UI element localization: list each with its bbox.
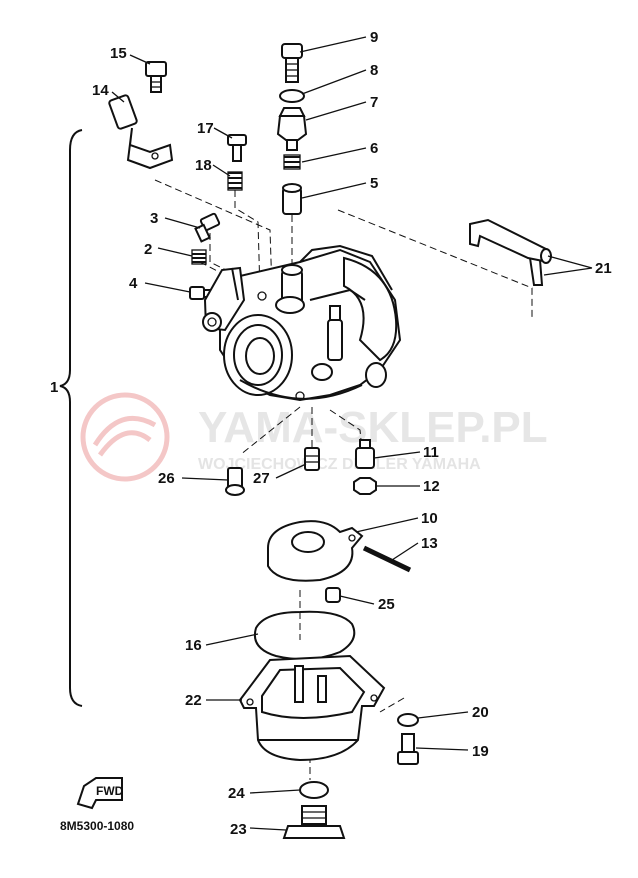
callout-27: 27 <box>253 470 270 487</box>
part-14-link-bracket <box>108 94 174 170</box>
fwd-arrow-icon: FWD <box>76 777 124 810</box>
callout-12: 12 <box>423 478 440 495</box>
part-24-gasket <box>299 781 329 799</box>
part-18-spring <box>227 171 243 191</box>
callout-2: 2 <box>144 241 152 258</box>
assembly-bracket <box>59 129 83 707</box>
callout-10: 10 <box>421 510 438 527</box>
callout-26: 26 <box>158 470 175 487</box>
callout-7: 7 <box>370 94 378 111</box>
callout-3: 3 <box>150 210 158 227</box>
part-20-washer <box>397 713 419 727</box>
part-23-drain-plug <box>282 805 346 839</box>
part-21-fuel-tube <box>469 218 552 286</box>
part-16-gasket <box>254 610 356 661</box>
callout-5: 5 <box>370 175 378 192</box>
callout-17: 17 <box>197 120 214 137</box>
part-26-screw <box>225 467 245 496</box>
callout-13: 13 <box>421 535 438 552</box>
carburetor-body <box>202 244 402 402</box>
callout-11: 11 <box>423 444 439 461</box>
callout-14: 14 <box>92 82 109 99</box>
part-3-screw <box>194 212 221 243</box>
callout-leaders <box>111 36 593 831</box>
part-12-nut <box>353 477 377 495</box>
part-17-screw <box>227 134 247 162</box>
assembly-label: 1 <box>50 379 58 396</box>
callout-21: 21 <box>595 260 612 277</box>
part-13-pin <box>362 545 412 573</box>
watermark-brand: YAMA-SKLEP.PL <box>198 403 548 452</box>
part-8-washer <box>279 89 305 103</box>
part-5-plunger <box>282 183 302 215</box>
callout-24: 24 <box>228 785 245 802</box>
watermark-logo-icon <box>80 392 170 482</box>
part-6-spring <box>283 154 301 170</box>
callout-22: 22 <box>185 692 202 709</box>
part-19-screw <box>397 733 419 765</box>
part-22-float-bowl <box>238 654 386 762</box>
callout-20: 20 <box>472 704 489 721</box>
part-15-bolt <box>145 61 167 93</box>
callout-4: 4 <box>129 275 138 292</box>
callout-6: 6 <box>370 140 378 157</box>
watermark-tagline: WOJCIECHOWICZ DEALER YAMAHA <box>198 456 481 473</box>
callout-15: 15 <box>110 45 127 62</box>
diagram-code: 8M5300-1080 <box>60 819 134 833</box>
callout-25: 25 <box>378 596 395 613</box>
part-10-float <box>267 520 364 582</box>
callout-16: 16 <box>185 637 202 654</box>
callout-8: 8 <box>370 62 378 79</box>
part-27-pilot-jet <box>304 447 320 471</box>
watermark: YAMA-SKLEP.PL WOJCIECHOWICZ DEALER YAMAH… <box>80 392 548 482</box>
fwd-label: FWD <box>96 784 124 798</box>
callout-23: 23 <box>230 821 247 838</box>
callout-labels: 2 3 4 5 6 7 8 9 10 11 12 13 14 15 16 17 … <box>92 29 612 838</box>
part-25-needle-valve <box>325 587 341 603</box>
part-2-spring <box>191 249 207 265</box>
callout-19: 19 <box>472 743 489 760</box>
callout-9: 9 <box>370 29 378 46</box>
part-9-screw <box>281 43 303 83</box>
part-7-valve-seat <box>276 107 308 151</box>
callout-18: 18 <box>195 157 212 174</box>
